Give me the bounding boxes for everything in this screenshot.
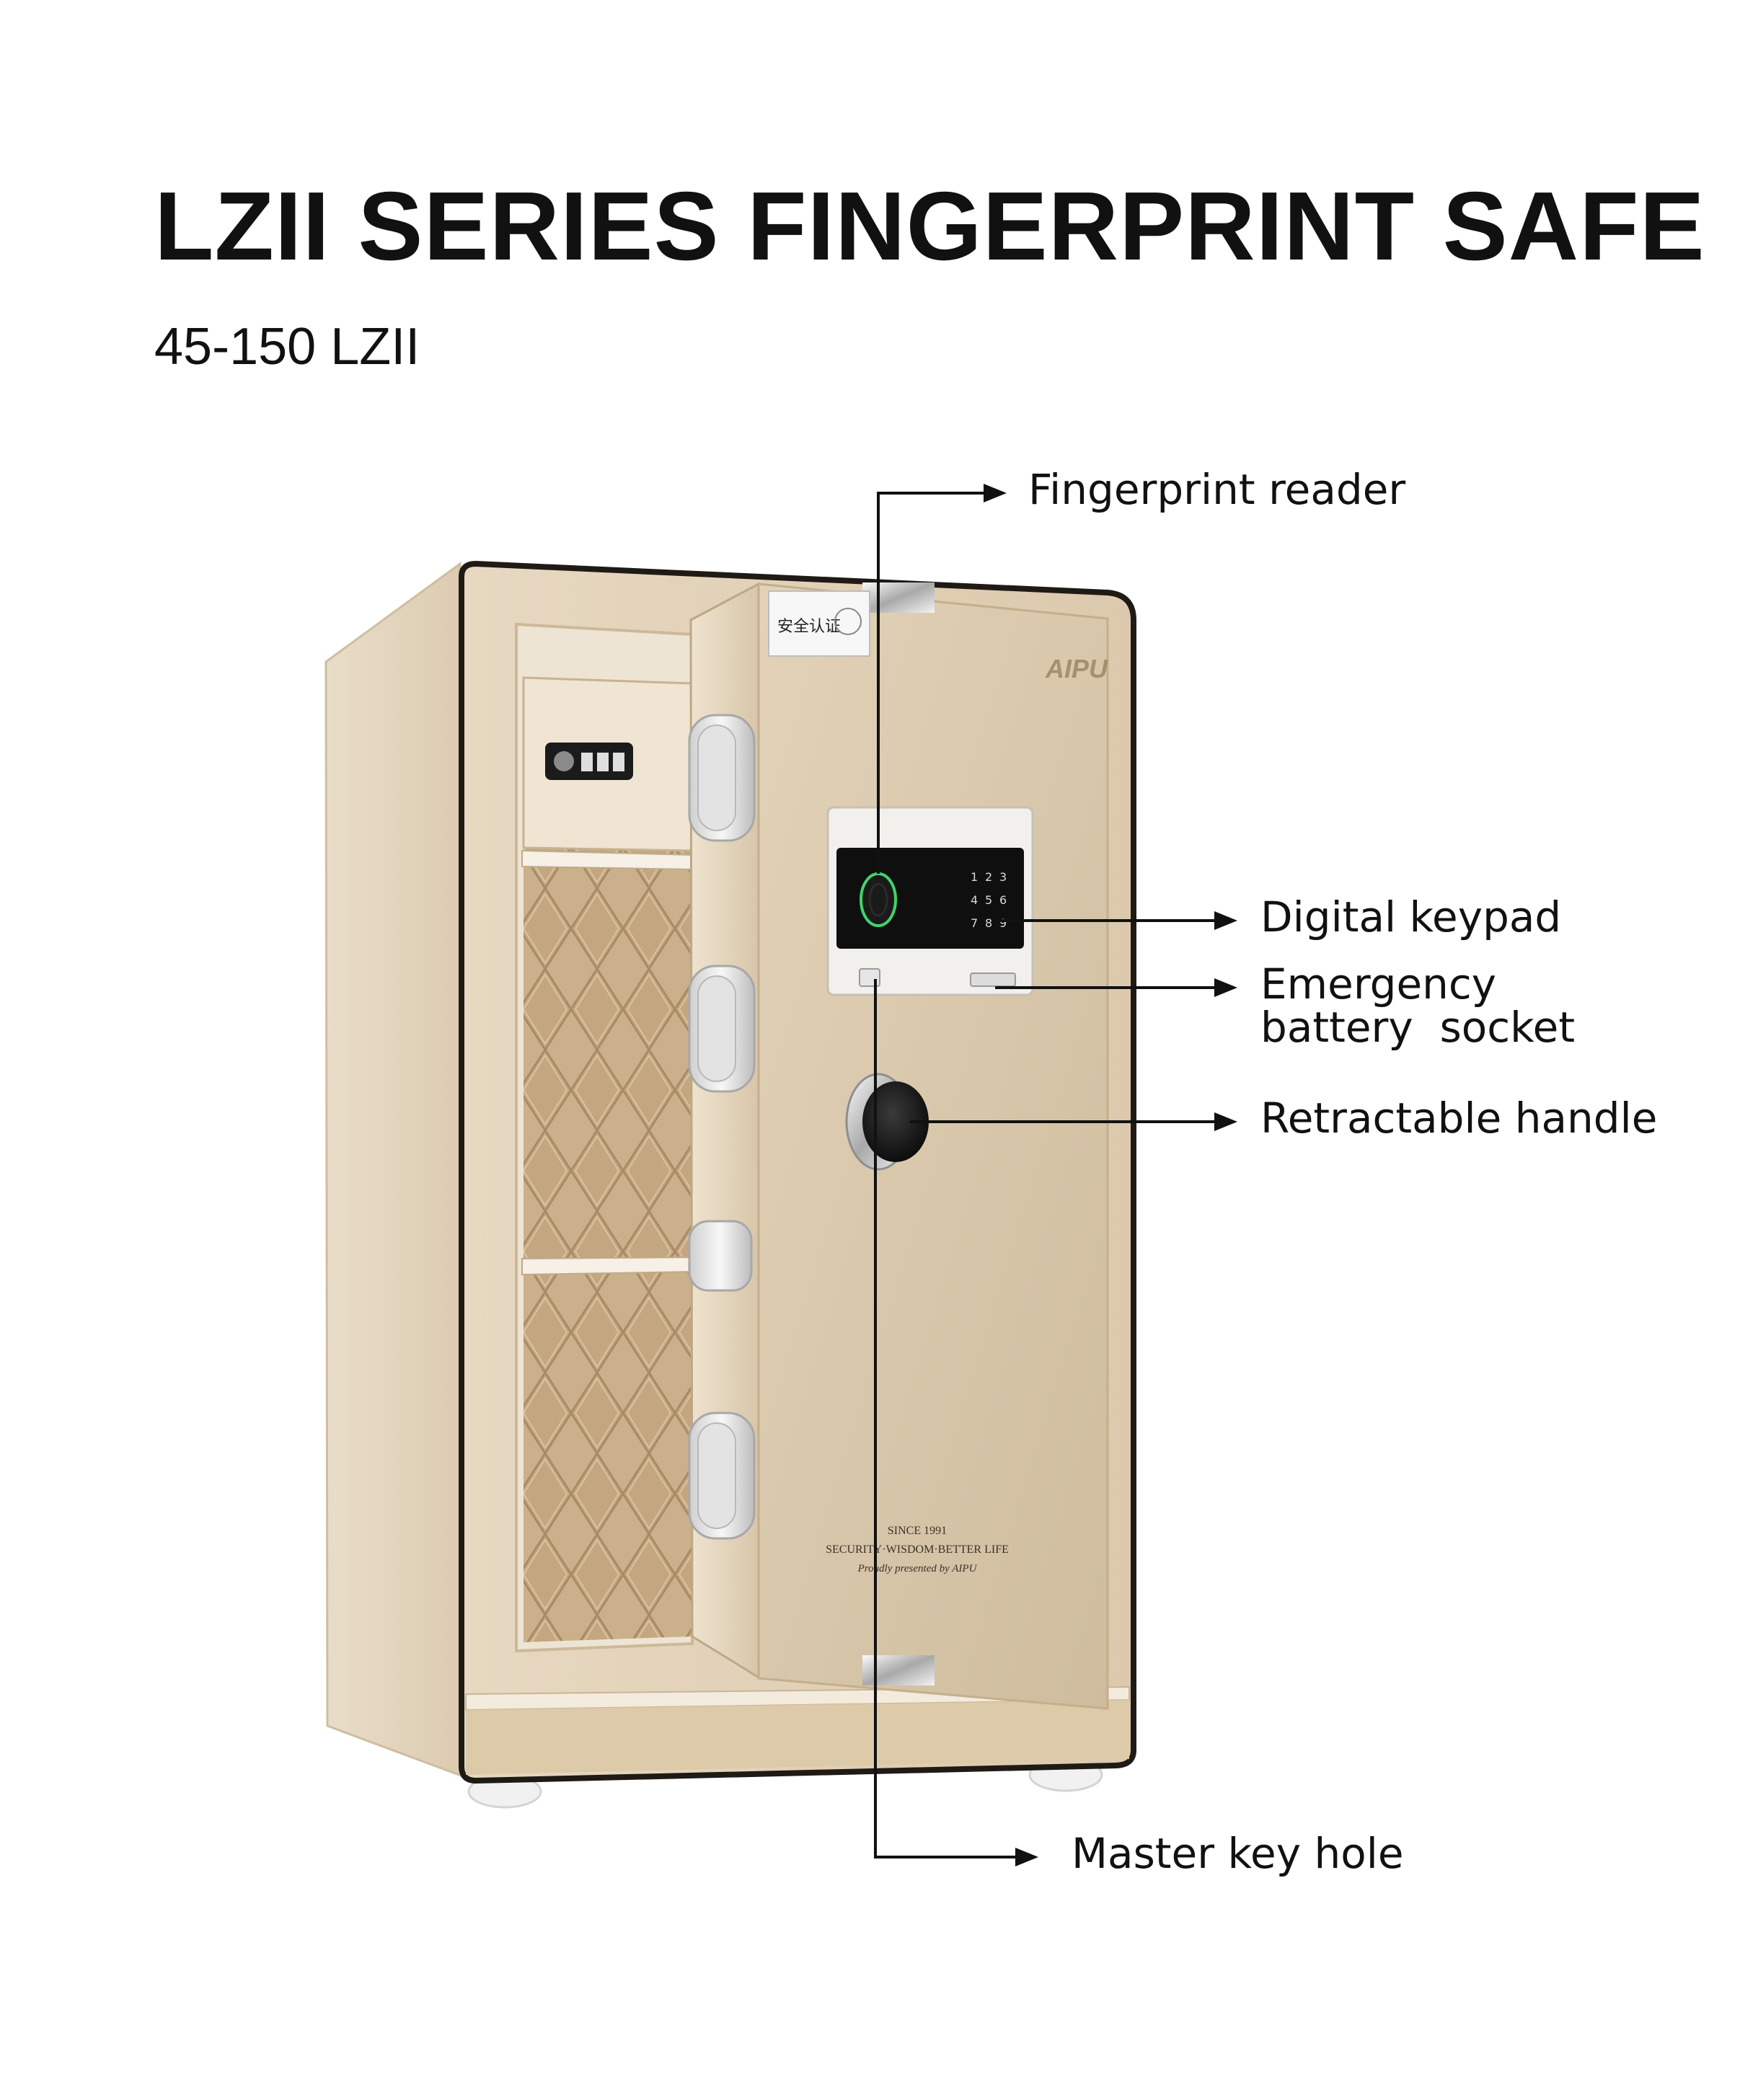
label-fingerprint-reader: Fingerprint reader [1028, 465, 1406, 514]
keypad-key[interactable]: 7 [971, 916, 978, 930]
keypad-key[interactable]: 2 [985, 870, 992, 884]
keypad-keys[interactable]: 1 2 3 4 5 6 7 8 9 [971, 870, 1007, 930]
door-tagline-line2: SECURITY·WISDOM·BETTER LIFE [826, 1543, 1009, 1556]
label-digital-keypad: Digital keypad [1260, 892, 1562, 942]
cert-badge-text: 安全认证 [777, 618, 841, 636]
keypad-key[interactable]: 6 [999, 893, 1007, 907]
arrowhead-keypad [1214, 911, 1237, 930]
label-emergency-battery-line2: battery socket [1260, 1003, 1576, 1052]
locking-bolt-3 [688, 1412, 756, 1540]
hinge-bottom [862, 1655, 935, 1685]
arrowhead-handle [1214, 1112, 1237, 1131]
brand-logo: AIPU [1045, 654, 1108, 683]
callout-fingerprint-line [877, 492, 988, 874]
safe-side-panel [324, 562, 464, 1778]
door-tagline-line3: Proudly presented by AIPU [857, 1563, 978, 1574]
safe-door [757, 582, 1109, 1710]
keypad-key[interactable]: 5 [985, 893, 992, 907]
label-master-key-hole: Master key hole [1072, 1829, 1404, 1878]
keypad-key[interactable]: 1 [971, 870, 978, 884]
callout-keyhole-line [874, 979, 1020, 1858]
locking-bolt-2 [688, 965, 756, 1093]
arrowhead-battery [1214, 978, 1237, 997]
arrowhead-keyhole [1015, 1848, 1038, 1866]
model-number: 45-150 LZII [154, 318, 420, 376]
label-retractable-handle: Retractable handle [1260, 1094, 1658, 1143]
battery-socket-cover[interactable] [970, 973, 1016, 987]
keypad-key[interactable]: 4 [971, 893, 978, 907]
keypad-key[interactable]: 3 [999, 870, 1007, 884]
shelf-lower [521, 1256, 694, 1276]
certification-label [768, 590, 870, 657]
page-title: LZII SERIES FINGERPRINT SAFE [154, 172, 1705, 280]
fingerprint-reader[interactable] [860, 872, 897, 927]
label-emergency-battery-line1: Emergency [1260, 960, 1497, 1009]
hinge-top [862, 582, 935, 613]
keypad-key[interactable]: 8 [985, 916, 992, 930]
locking-bolt-1 [688, 714, 756, 842]
door-hinge-pin [688, 1220, 753, 1292]
door-tagline-line1: SINCE 1991 [888, 1525, 947, 1537]
retractable-handle[interactable] [845, 1073, 929, 1171]
arrowhead-fingerprint [984, 484, 1007, 502]
keypad-key[interactable]: 9 [999, 916, 1007, 930]
